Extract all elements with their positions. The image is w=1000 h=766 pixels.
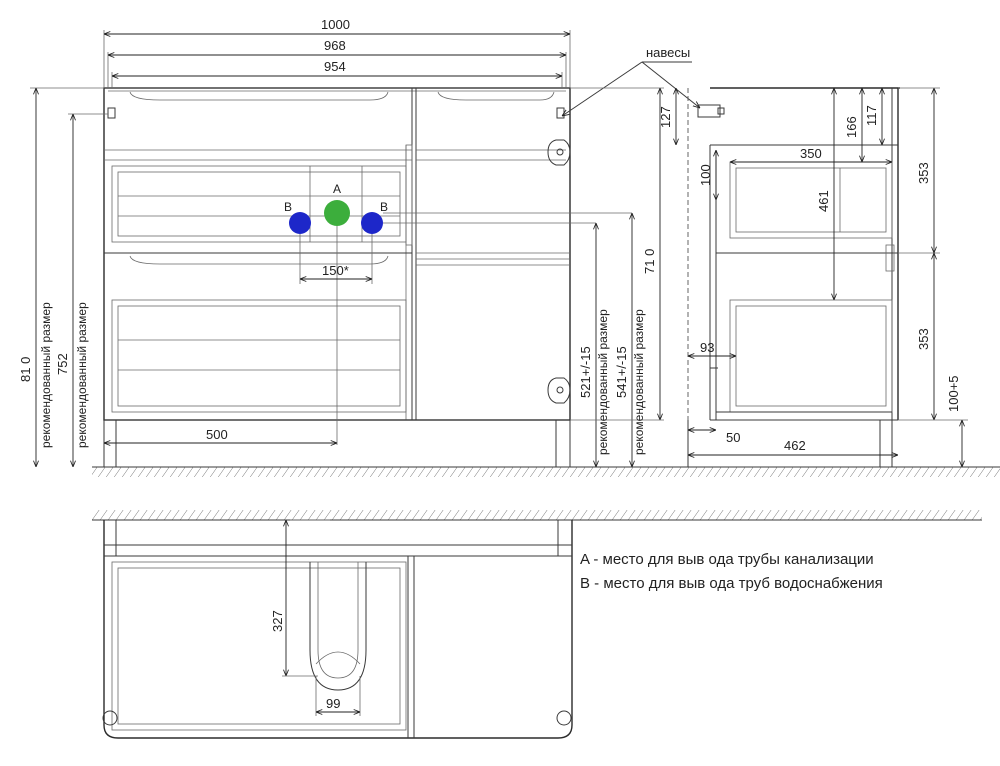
dim-954: 954 [324,59,346,74]
rec-label-left-2: рекомендованный размер [75,302,89,448]
legend: A - место для выв ода трубы канализации … [580,551,883,592]
rec-label-left-1: рекомендованный размер [39,302,53,448]
dim-100: 100 [698,164,713,186]
dim-1000: 1000 [321,17,350,32]
dim-710: 71 0 [642,249,657,274]
water-pipe-right [361,212,383,234]
hinge-right [556,107,565,119]
side-view: 127 100 166 117 350 461 353 353 [658,87,968,467]
dim-117: 117 [864,105,879,126]
rec-label-right-1: рекомендованный размер [596,309,610,455]
dim-353-top: 353 [916,162,931,184]
legend-b: B - место для выв ода труб водоснабжения [580,575,883,592]
label-a: A [333,182,341,196]
dim-100-5: 100+5 [946,375,961,412]
floor-hatch-front [92,467,1000,477]
dim-93: 93 [700,340,714,355]
plan-view: 327 99 [92,510,982,739]
door-handle-bottom [547,377,571,404]
drain-pipe [324,200,350,226]
dim-166: 166 [844,116,859,138]
dim-541: 541+/-15 [614,346,629,398]
water-pipe-left [289,212,311,234]
front-view: A B B 150* 500 1000 968 954 навесы [18,17,1000,477]
dim-127: 127 [658,106,673,128]
dim-810: 81 0 [18,357,33,382]
dim-spacing: 150* [322,263,349,278]
label-b-right: B [380,200,388,214]
dim-99: 99 [326,696,340,711]
dim-752: 752 [55,353,70,375]
dim-461: 461 [816,190,831,212]
dim-50: 50 [726,430,740,445]
dim-327: 327 [270,610,285,632]
rec-label-right-2: рекомендованный размер [632,309,646,455]
hinge-left [107,107,116,119]
hinges-label: навесы [646,45,690,60]
dim-462: 462 [784,438,806,453]
dim-350: 350 [800,146,822,161]
label-b-left: B [284,200,292,214]
dim-968: 968 [324,38,346,53]
door-handle-top [547,139,571,166]
dim-521: 521+/-15 [578,346,593,398]
dim-353-bottom: 353 [916,328,931,350]
legend-a: A - место для выв ода трубы канализации [580,551,874,568]
wall-hatch-plan [92,510,982,520]
dim-offset: 500 [206,427,228,442]
